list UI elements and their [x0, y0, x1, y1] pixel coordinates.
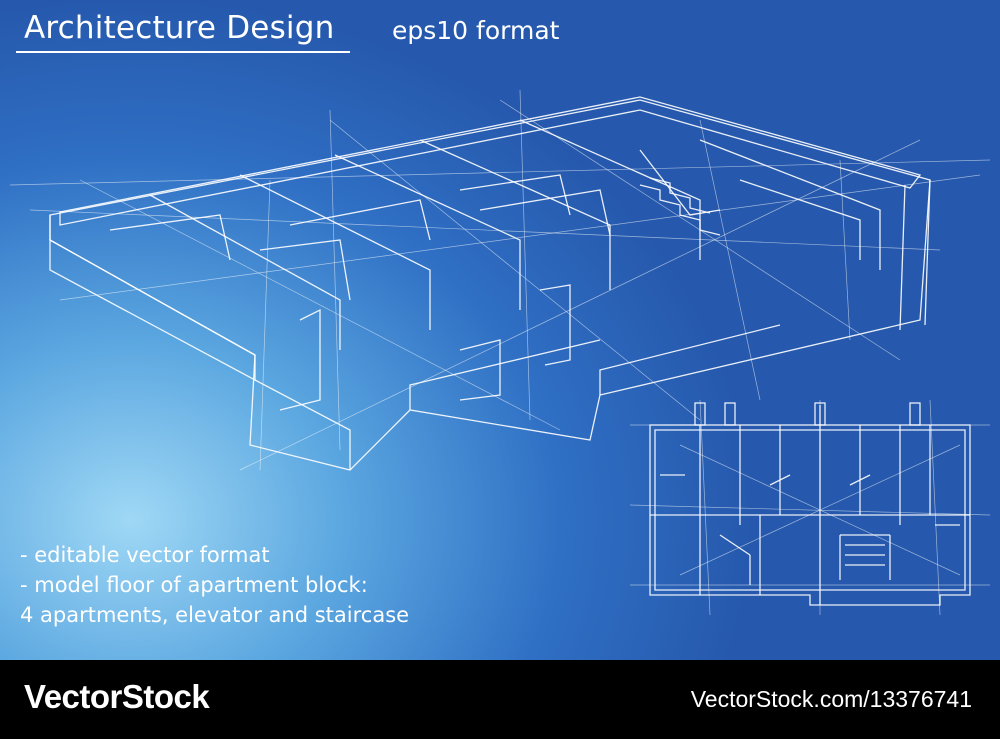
staircase: [639, 177, 721, 236]
interior-walls: [109, 119, 881, 411]
isometric-floor-model: [0, 0, 1000, 660]
floor-plan: [629, 399, 991, 616]
feature-line: - editable vector format: [20, 543, 270, 567]
feature-line: 4 apartments, elevator and staircase: [20, 603, 410, 627]
watermark-footer: VectorStock VectorStock.com/13376741: [0, 660, 1000, 739]
format-label: eps10 format: [392, 16, 560, 45]
page-title: Architecture Design: [24, 10, 335, 46]
construction-lines: [9, 89, 991, 471]
stock-url: VectorStock.com/13376741: [690, 686, 972, 712]
title-underline: [16, 51, 350, 53]
brand-logo: VectorStock: [24, 678, 210, 715]
feature-line: - model floor of apartment block:: [20, 573, 368, 597]
blueprint-artwork: Architecture Design eps10 format - edita…: [0, 0, 1000, 660]
feature-list: - editable vector format - model floor o…: [20, 540, 409, 630]
outer-walls: [49, 96, 931, 471]
